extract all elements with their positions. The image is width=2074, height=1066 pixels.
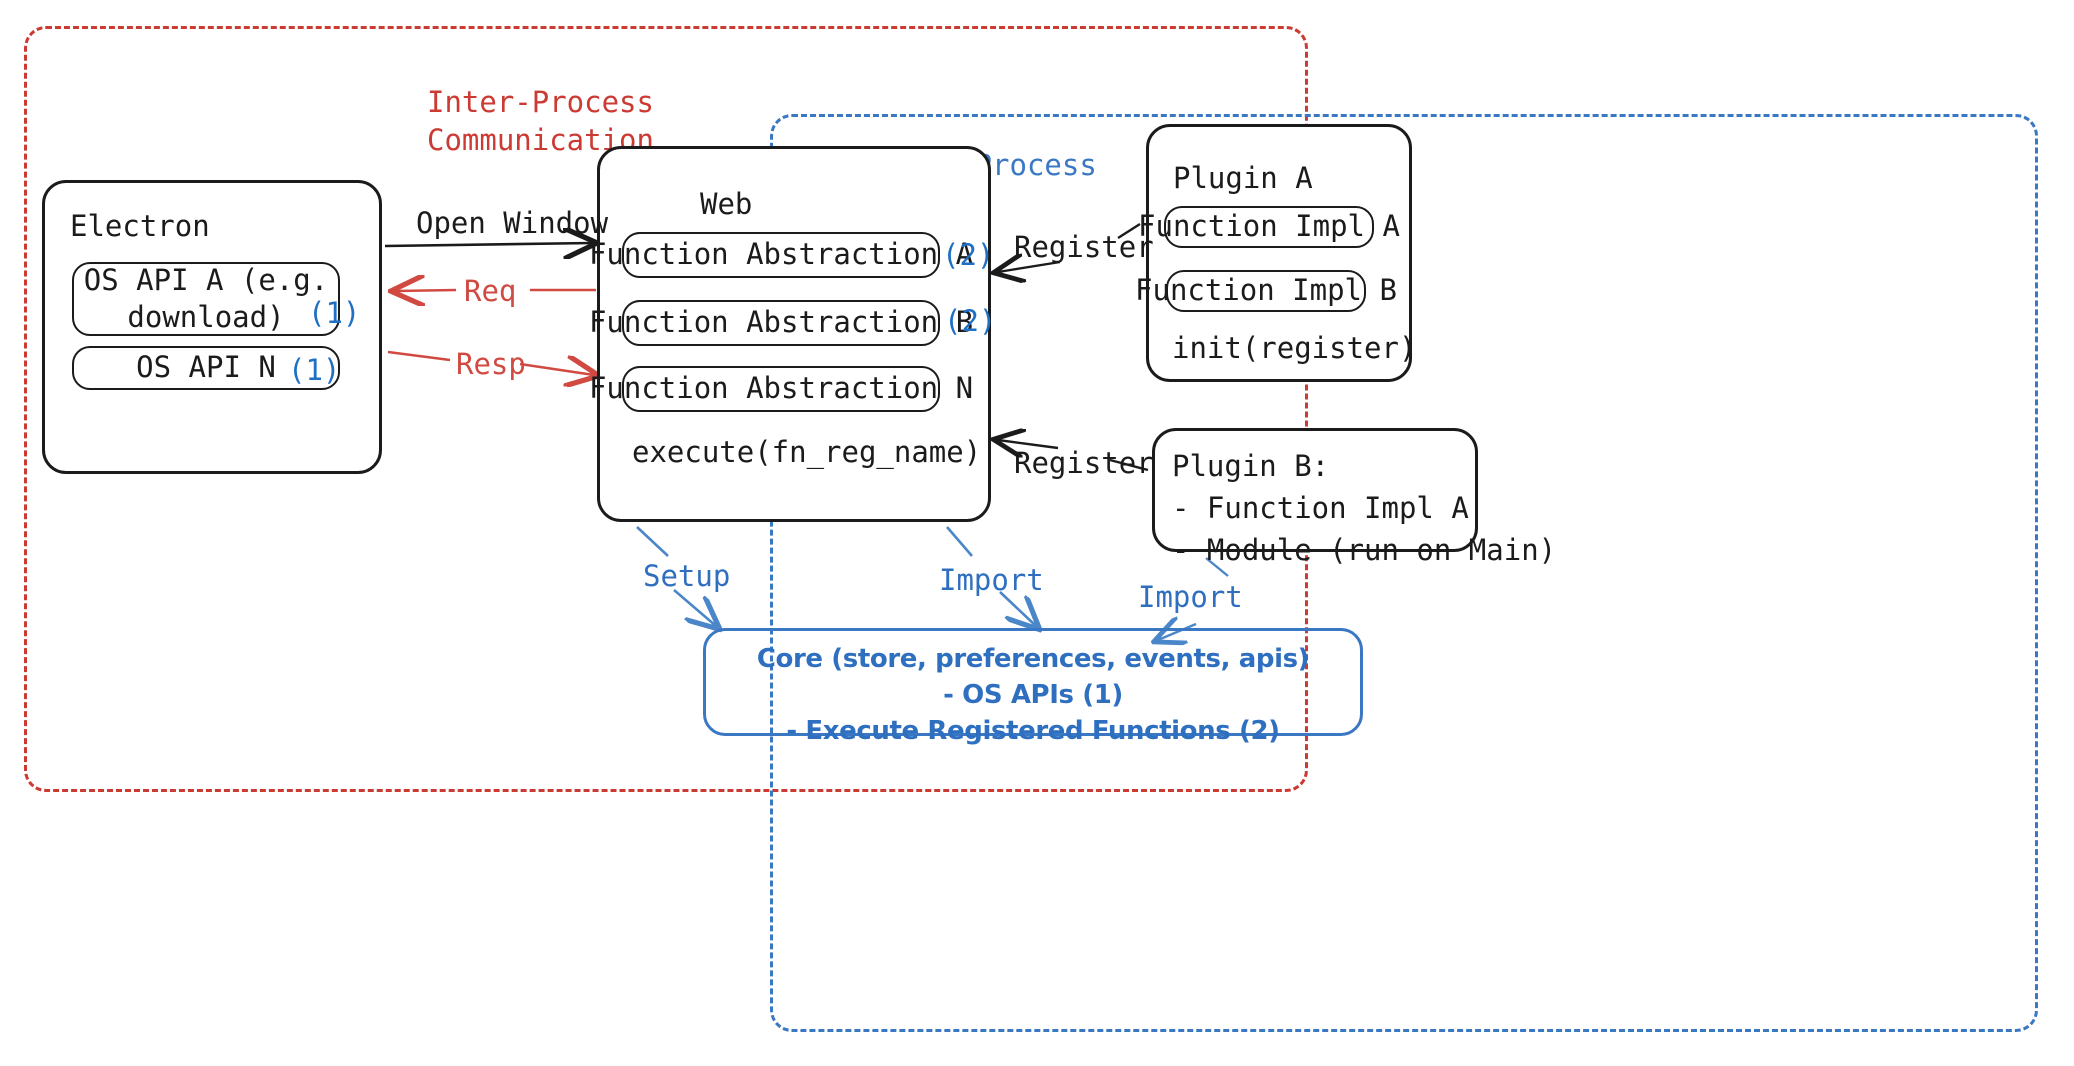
edge-label-register-plugin-b: Register: [1014, 446, 1154, 480]
function-abstraction-b-label: Function Abstraction B: [588, 305, 974, 340]
plugin-a-title: Plugin A: [1173, 161, 1313, 195]
plugin-a-init-method: init(register): [1172, 331, 1417, 365]
edge-label-register-plugin-a: Register: [1014, 230, 1154, 264]
os-api-a-box: OS API A (e.g. download): [72, 262, 340, 336]
edge-label-resp: Resp: [456, 347, 526, 381]
core-text: Core (store, preferences, events, apis) …: [756, 644, 1310, 746]
os-api-a-label: OS API A (e.g. download): [83, 262, 329, 334]
plugin-b-text: Plugin B: - Function Impl A - Module (ru…: [1172, 449, 1557, 567]
function-impl-a-box: Function Impl A: [1138, 206, 1400, 248]
edge-label-setup: Setup: [643, 559, 731, 593]
plugin-a-box: [1146, 124, 1412, 382]
electron-title: Electron: [70, 209, 210, 243]
core-box: [703, 628, 1363, 736]
function-abstraction-a-label: Function Abstraction A: [588, 237, 974, 272]
function-impl-b-box: Function Impl B: [1135, 270, 1397, 312]
os-api-n-label: OS API N: [136, 350, 276, 385]
function-impl-b-label: Function Impl B: [1135, 273, 1397, 308]
edge-label-req: Req: [464, 274, 517, 308]
function-impl-a-label: Function Impl A: [1138, 209, 1400, 244]
function-abstraction-b-box: Function Abstraction B: [588, 300, 974, 346]
group-inter-process-communication: [24, 26, 1308, 792]
os-api-n-tag: (1): [288, 353, 341, 387]
function-abstraction-n-box: Function Abstraction N: [588, 366, 974, 412]
edge-label-import-web: Import: [939, 563, 1044, 597]
function-abstraction-a-box: Function Abstraction A: [588, 232, 974, 278]
plugin-b-box: [1152, 428, 1478, 552]
web-title: Web: [700, 187, 753, 221]
os-api-n-box: OS API N: [72, 346, 340, 390]
os-api-a-tag: (1): [308, 296, 361, 330]
edge-label-open-window: Open Window: [416, 206, 609, 240]
web-execute-method: execute(fn_reg_name): [632, 435, 982, 469]
group-rendering-process: [770, 114, 2038, 1032]
function-abstraction-a-tag: (2): [942, 238, 995, 272]
edge-label-import-plugin-b: Import: [1138, 580, 1243, 614]
function-abstraction-n-label: Function Abstraction N: [588, 371, 974, 406]
function-abstraction-b-tag: (2): [944, 304, 997, 338]
